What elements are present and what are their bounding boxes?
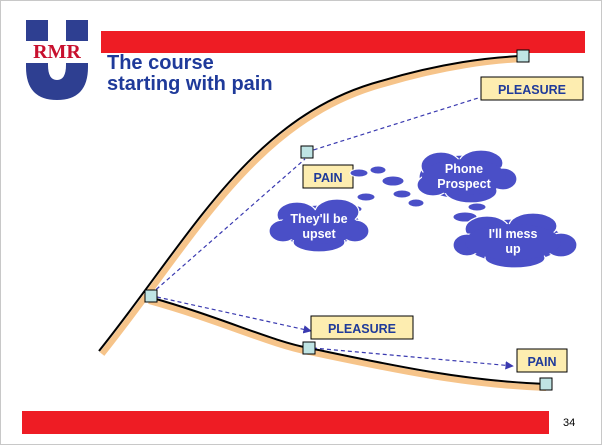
node-start xyxy=(145,290,157,302)
svg-text:upset: upset xyxy=(302,227,336,241)
svg-text:Phone: Phone xyxy=(445,162,483,176)
cloud-ill-mess-up: I'll mess up xyxy=(453,213,577,268)
svg-text:up: up xyxy=(505,242,521,256)
node-upper-mid xyxy=(301,146,313,158)
svg-text:Prospect: Prospect xyxy=(437,177,491,191)
label-pain-mid: PAIN xyxy=(303,165,353,188)
svg-text:They'll be: They'll be xyxy=(290,212,347,226)
cloud-theyll-be-upset: They'll be upset xyxy=(269,199,369,252)
svg-text:PLEASURE: PLEASURE xyxy=(328,322,396,336)
label-pleasure-mid: PLEASURE xyxy=(311,316,413,339)
label-pleasure-top: PLEASURE xyxy=(481,77,583,100)
svg-text:PAIN: PAIN xyxy=(528,355,557,369)
node-lower-mid xyxy=(303,342,315,354)
node-bottom-end xyxy=(540,378,552,390)
lower-path-shadow xyxy=(149,301,546,388)
node-top-end xyxy=(517,50,529,62)
svg-text:PAIN: PAIN xyxy=(314,171,343,185)
svg-text:I'll mess: I'll mess xyxy=(489,227,538,241)
lower-course-path xyxy=(149,297,546,384)
label-pain-bottom: PAIN xyxy=(517,349,567,372)
cloud-phone-prospect: Phone Prospect xyxy=(417,150,517,203)
svg-text:PLEASURE: PLEASURE xyxy=(498,83,566,97)
